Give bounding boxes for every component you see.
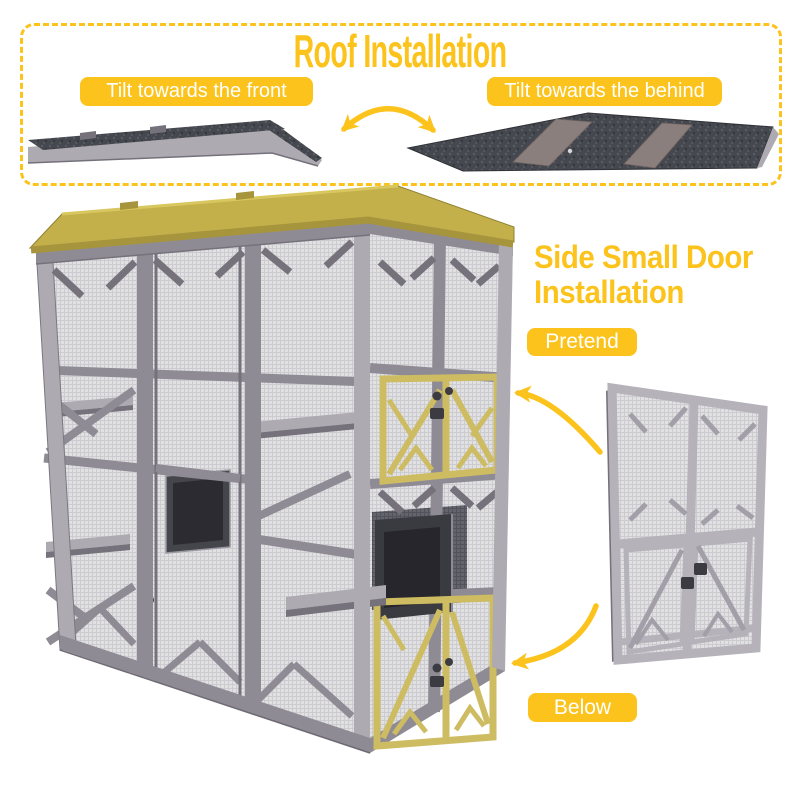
cat-hideout-opening: [375, 514, 453, 620]
door-hinge: [432, 391, 442, 401]
roof-panel-tilt-front: [27, 120, 322, 167]
panel-latch: [694, 563, 707, 575]
roof-batten-tab: [80, 131, 96, 140]
label-tilt-behind: Tilt towards the behind: [487, 77, 722, 106]
door-latch: [430, 676, 444, 687]
door-heading-line1: Side Small Door: [534, 239, 753, 275]
side-small-door-lower-highlight: [373, 594, 497, 750]
front-top-gussets: [51, 239, 355, 299]
door-hinge: [432, 663, 442, 673]
side-door-panel: [606, 382, 768, 665]
roof-batten: [512, 118, 593, 167]
label-pretend: Pretend: [527, 328, 637, 356]
catio-roof: [28, 184, 515, 254]
door-heading-line2: Installation: [534, 274, 684, 310]
catio-front-face: [35, 218, 386, 754]
screw-hole: [567, 148, 573, 154]
roof-batten-tab: [150, 125, 166, 134]
side-face-gussets: [377, 255, 502, 515]
label-below: Below: [528, 693, 637, 722]
panel-doors: [623, 536, 753, 655]
panel-window-braces: [628, 406, 757, 526]
cat-box-interior: [165, 469, 231, 554]
swap-double-arrow-icon: [341, 106, 436, 133]
side-small-door-upper-highlight: [379, 373, 501, 485]
below-pointer-arrow-icon: [511, 603, 599, 670]
pretend-pointer-arrow-icon: [514, 385, 603, 455]
door-hinge: [445, 658, 453, 666]
panel-latch: [681, 577, 694, 589]
door-section-heading: Side Small Door Installation: [534, 240, 800, 310]
roof-batten: [623, 122, 693, 169]
roof-section-border: [20, 23, 782, 186]
door-latch: [430, 408, 444, 419]
roof-section-title: Roof Installation: [293, 25, 507, 77]
catio-side-face: [369, 218, 513, 753]
roof-batten-tab: [120, 201, 138, 210]
label-tilt-front: Tilt towards the front: [80, 77, 313, 106]
catio-illustration: [28, 184, 515, 754]
roof-panel-tilt-behind: [406, 112, 779, 172]
door-hinge: [445, 387, 453, 395]
roof-batten-tab: [236, 191, 254, 200]
